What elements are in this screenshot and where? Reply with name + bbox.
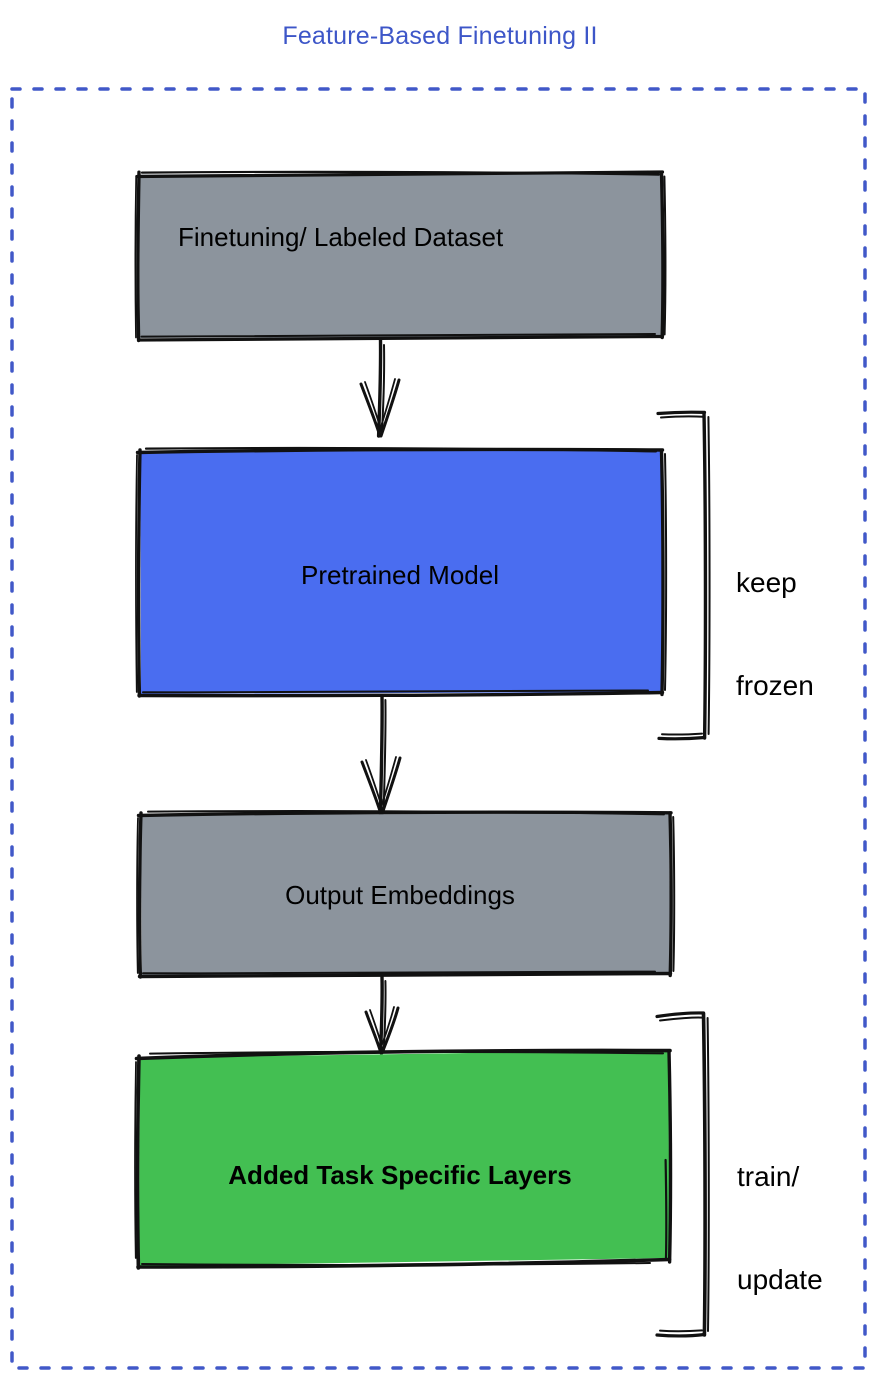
node-label-pretrained-model: Pretrained Model xyxy=(301,560,499,590)
node-output-embeddings[interactable] xyxy=(136,810,676,979)
node-label-output-embeddings: Output Embeddings xyxy=(285,880,515,910)
edge-arrow-dataset-to-model xyxy=(359,338,401,438)
bracket-train-update xyxy=(655,1011,710,1338)
bracket-keep-frozen xyxy=(656,410,711,741)
node-finetuning-dataset[interactable] xyxy=(134,170,667,343)
node-label-finetuning-dataset: Finetuning/ Labeled Dataset xyxy=(178,222,504,252)
annotation-train-update-line2: update xyxy=(737,1263,823,1295)
node-added-task-specific-layers[interactable] xyxy=(134,1048,673,1270)
dashed-boundary xyxy=(10,87,867,1370)
annotation-train-update-line1: train/ xyxy=(737,1161,800,1193)
annotation-keep-frozen-line1: keep xyxy=(736,567,797,599)
node-label-added-task-specific-layers: Added Task Specific Layers xyxy=(228,1160,572,1190)
node-pretrained-model[interactable] xyxy=(135,446,668,698)
edge-arrow-embeddings-to-layers xyxy=(364,975,400,1055)
annotation-keep-frozen: keep frozen xyxy=(736,498,814,771)
annotation-train-update: train/ update xyxy=(737,1092,823,1365)
page-title: Feature-Based Finetuning II xyxy=(282,22,598,50)
annotation-keep-frozen-line2: frozen xyxy=(736,669,814,701)
edge-arrow-model-to-embeddings xyxy=(360,694,402,816)
